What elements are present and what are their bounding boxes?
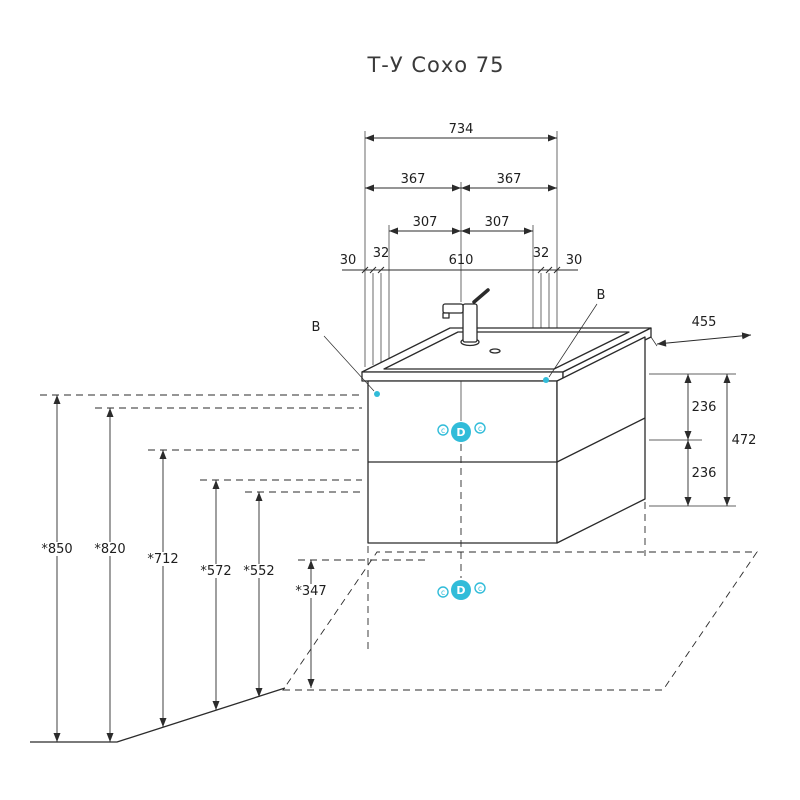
label-background [195, 564, 237, 578]
dim-half-left: 367 [401, 172, 426, 187]
mount-point-dot [543, 377, 549, 383]
label-background [238, 564, 280, 578]
connection-circle [437, 586, 449, 598]
connection-circle [437, 424, 449, 436]
extension-line [650, 336, 658, 347]
dimension-line-depth [656, 332, 752, 347]
dim-inset-left: 32 [373, 246, 390, 261]
faucet-lever [472, 288, 490, 304]
connection-circle [474, 582, 486, 594]
vanity-cabinet [361, 288, 652, 544]
height-552: *552 [243, 564, 274, 579]
dim-cabinet-height: 472 [732, 433, 757, 448]
right-dimension-stack: 455 236 236 472 [649, 315, 757, 507]
drain-circle [451, 422, 471, 442]
faucet [442, 288, 490, 347]
leader-line [548, 303, 598, 378]
faucet-spout-tip [442, 312, 450, 319]
connection-label: c [441, 588, 445, 597]
dim-mount-right: 307 [485, 215, 510, 230]
connection-label: c [478, 584, 482, 593]
mount-point-dot [374, 391, 380, 397]
drawer-divider-side [556, 417, 646, 463]
marker-annotations: B B c D c c D c [312, 288, 606, 600]
height-712: *712 [147, 552, 178, 567]
dim-drawer-lower: 236 [692, 466, 717, 481]
dim-overall-width: 734 [449, 122, 474, 137]
height-850: *850 [41, 542, 72, 557]
countertop-front-edge [361, 371, 564, 382]
dim-edge-left: 30 [340, 253, 357, 268]
label-background [290, 584, 332, 598]
height-347: *347 [295, 584, 326, 599]
floor-line [30, 687, 286, 743]
mount-label-right: B [597, 288, 606, 303]
dim-inset-right: 32 [533, 246, 550, 261]
faucet-body [462, 303, 478, 343]
tick-marks [361, 266, 561, 274]
drain-circle [451, 580, 471, 600]
label-background [142, 552, 184, 566]
connection-circle [474, 422, 486, 434]
height-572: *572 [200, 564, 231, 579]
floor-footprint-dashed [282, 551, 758, 691]
dim-drawer-upper: 236 [692, 400, 717, 415]
drain-hole [489, 348, 501, 354]
dim-depth: 455 [692, 315, 717, 330]
mount-label-left: B [312, 320, 321, 335]
height-820: *820 [94, 542, 125, 557]
connection-label: c [478, 424, 482, 433]
top-dimension-stack: 734 367 367 307 307 30 32 610 32 30 [340, 122, 583, 367]
drain-label: D [456, 426, 465, 439]
drain-label: D [456, 584, 465, 597]
page-title: Т-У Сохо 75 [366, 53, 504, 77]
faucet-spout [442, 303, 464, 314]
floor-projection [30, 502, 758, 743]
label-background [36, 542, 78, 556]
height-dimension-stack: *850 *820 *712 *572 *552 *347 [36, 394, 430, 742]
leader-line [323, 335, 375, 392]
dim-half-right: 367 [497, 172, 522, 187]
dim-edge-right: 30 [566, 253, 583, 268]
label-background [89, 542, 131, 556]
sink-basin-rim [383, 331, 630, 370]
dim-mount-left: 307 [413, 215, 438, 230]
connection-label: c [441, 426, 445, 435]
dim-center-span: 610 [449, 253, 474, 268]
